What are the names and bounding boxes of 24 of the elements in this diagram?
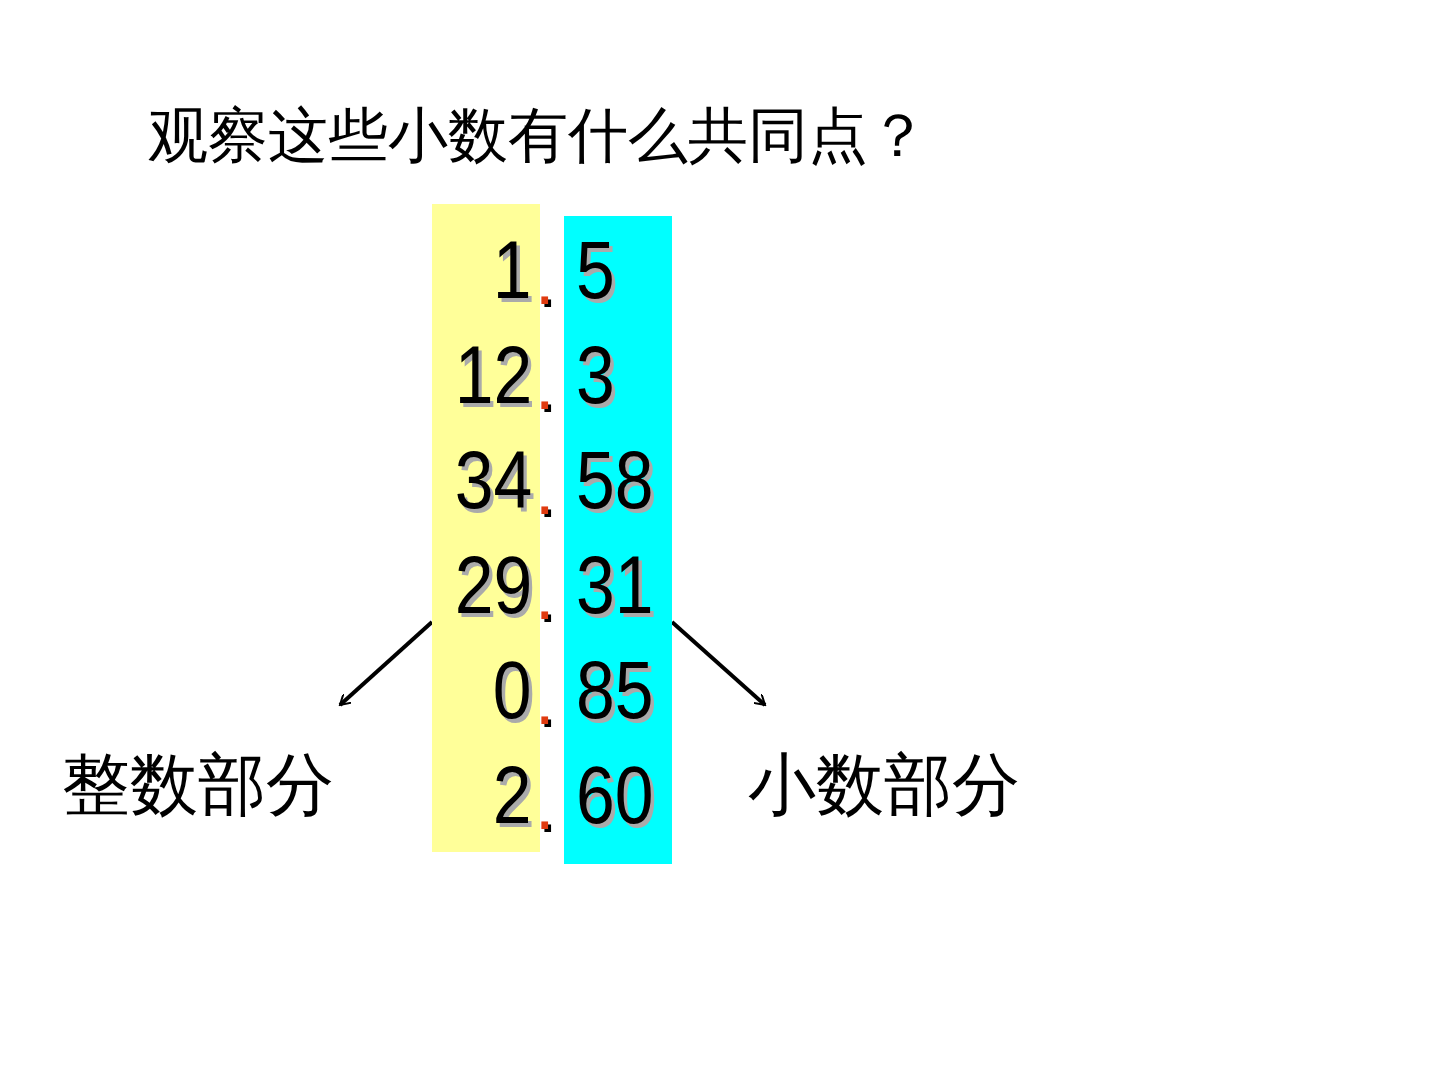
slide-title: 观察这些小数有什么共同点？ (148, 99, 928, 172)
decimal-part-number: 3 (576, 328, 615, 422)
decimal-part-number: 85 (576, 643, 654, 737)
decimal-point: . (535, 765, 555, 845)
part-label: 小数部分 (748, 745, 1020, 825)
decimal-point: . (535, 555, 555, 635)
decimal-point: . (535, 345, 555, 425)
decimal-part-number: 5 (576, 223, 615, 317)
decimal-part-number: 31 (576, 538, 654, 632)
integer-part-number: 12 (454, 328, 532, 422)
integer-part-number: 2 (493, 748, 532, 842)
part-label: 整数部分 (62, 745, 334, 825)
integer-part-number: 29 (454, 538, 532, 632)
decimal-point: . (535, 450, 555, 530)
number-band (432, 204, 540, 852)
number-band (564, 216, 672, 864)
decimal-part-number: 60 (576, 748, 654, 842)
integer-part-number: 34 (454, 433, 532, 527)
integer-part-number: 1 (493, 223, 532, 317)
integer-part-number: 0 (493, 643, 532, 737)
arrow (338, 620, 434, 707)
decimal-point: . (535, 240, 555, 320)
decimal-point: . (535, 660, 555, 740)
decimal-part-number: 58 (576, 433, 654, 527)
